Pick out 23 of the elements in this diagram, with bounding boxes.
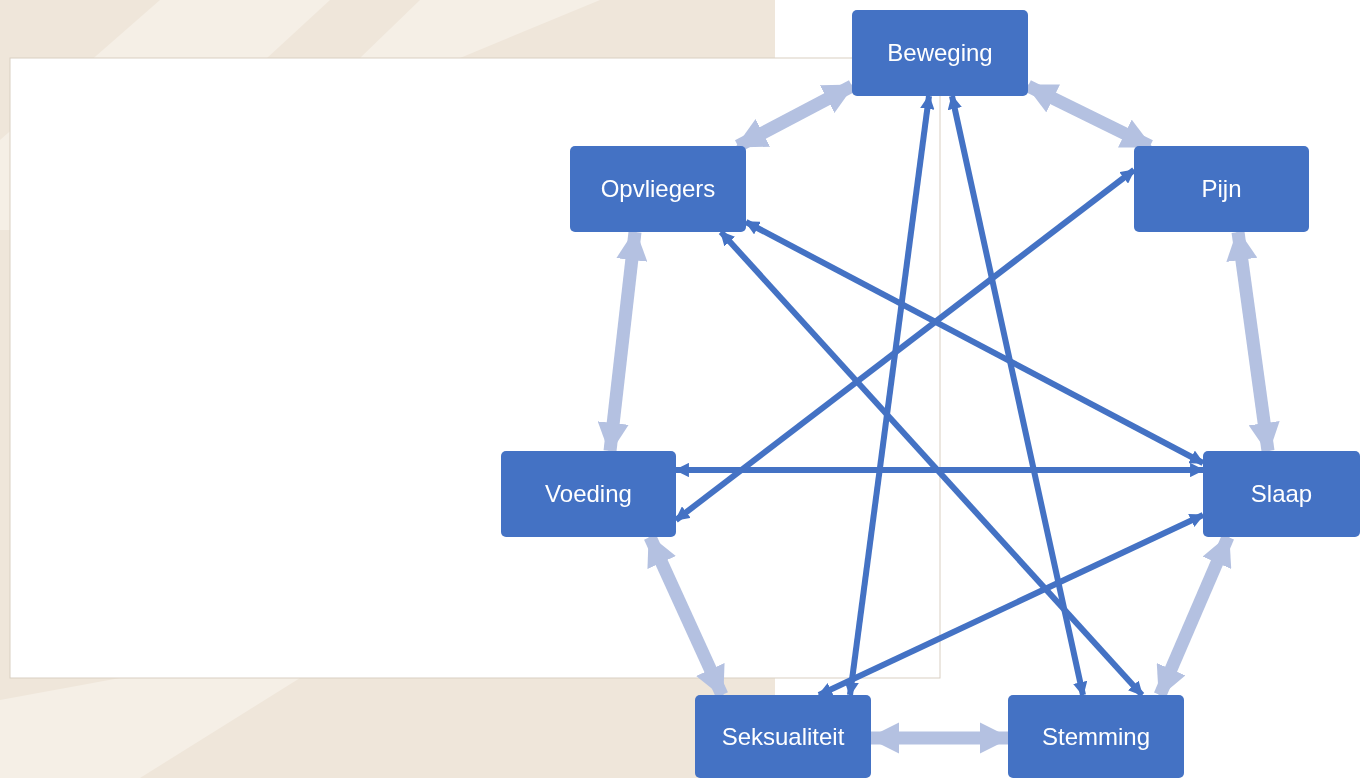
topic-box	[501, 451, 676, 537]
topic-label: Opvliegers	[600, 175, 716, 203]
topic-box	[695, 695, 871, 778]
topic-label: Beweging	[887, 39, 993, 67]
double-arrow	[718, 230, 1145, 697]
double-arrow	[947, 94, 1088, 697]
topic-box	[1008, 695, 1184, 778]
topic-label: Seksualiteit	[721, 722, 845, 751]
topic-label: Voeding	[545, 480, 632, 508]
topic-box	[852, 10, 1028, 96]
topic-label: Stemming	[1041, 722, 1150, 751]
double-arrow	[1154, 534, 1234, 698]
double-arrow	[674, 462, 1205, 478]
double-arrow	[644, 534, 728, 698]
double-arrow	[817, 512, 1205, 698]
topic-box	[1134, 146, 1309, 232]
topic-box	[570, 146, 746, 232]
double-arrow	[674, 167, 1136, 523]
double-arrow	[744, 219, 1205, 466]
topic-label: Slaap	[1250, 480, 1313, 508]
topic-label: Pijn	[1201, 175, 1242, 203]
double-arrow	[844, 94, 935, 697]
topic-box	[1203, 451, 1360, 537]
